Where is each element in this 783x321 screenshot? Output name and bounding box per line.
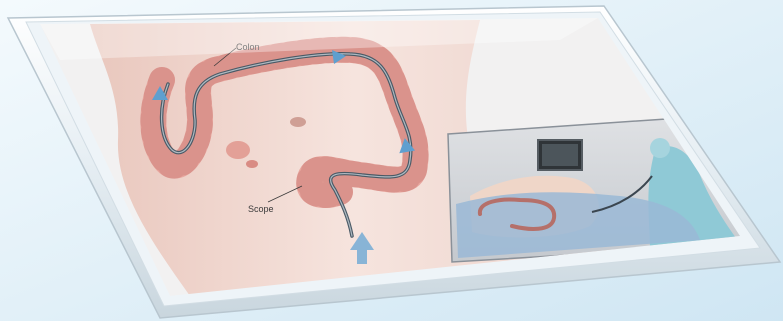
cecum: [226, 141, 250, 159]
navel: [290, 117, 306, 127]
scope-label: Scope: [248, 204, 274, 214]
